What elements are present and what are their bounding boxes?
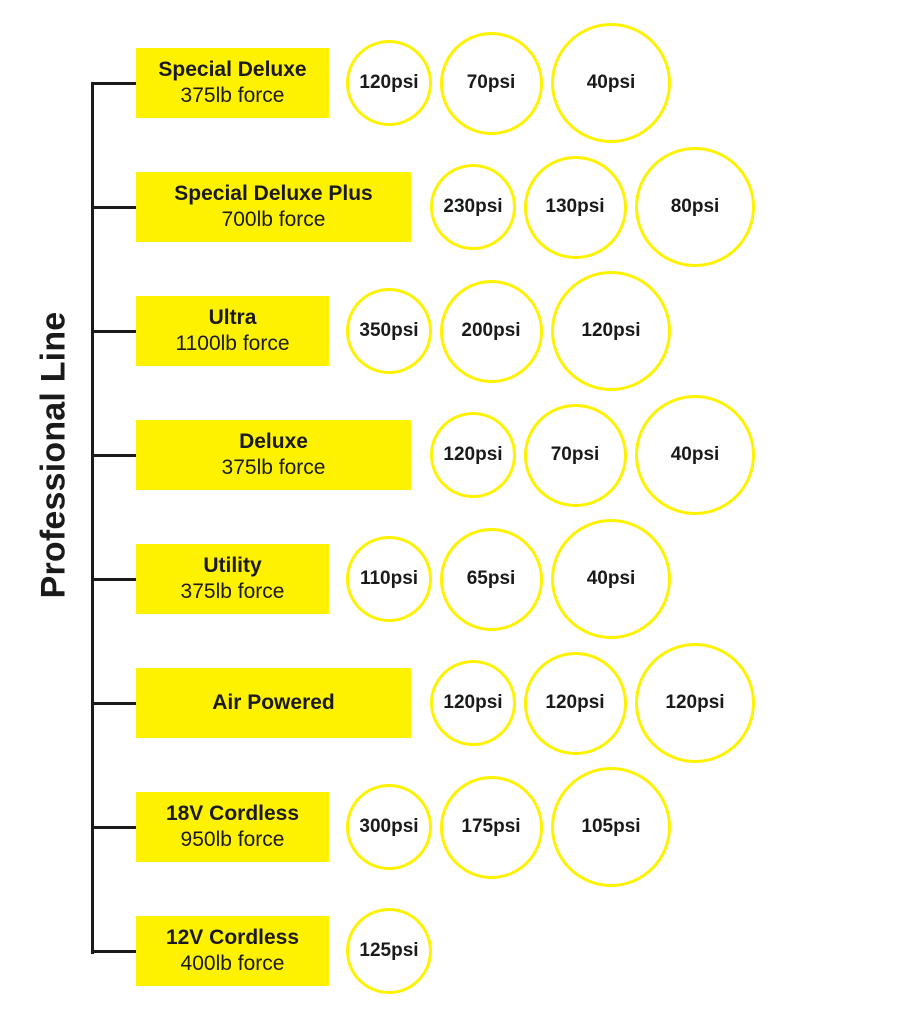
product-box-18v-cordless: 18V Cordless 950lb force xyxy=(136,792,329,862)
product-name: Utility xyxy=(203,553,262,577)
psi-circle: 120psi xyxy=(346,40,432,126)
product-force: 375lb force xyxy=(180,84,285,107)
diagram-title: Professional Line xyxy=(34,311,73,599)
psi-circle: 70psi xyxy=(523,403,627,507)
psi-circle: 300psi xyxy=(346,784,432,870)
branch-line-special-deluxe xyxy=(91,82,136,85)
product-box-utility: Utility 375lb force xyxy=(136,544,329,614)
product-force: 375lb force xyxy=(180,580,285,603)
psi-circle: 70psi xyxy=(439,31,543,135)
psi-circle: 120psi xyxy=(523,651,627,755)
product-box-air-powered: Air Powered xyxy=(136,668,411,738)
psi-circle: 65psi xyxy=(439,527,543,631)
psi-circle: 350psi xyxy=(346,288,432,374)
psi-circle: 120psi xyxy=(430,660,516,746)
product-name: Deluxe xyxy=(239,429,308,453)
product-force: 1100lb force xyxy=(175,332,290,355)
product-force: 950lb force xyxy=(180,828,285,851)
psi-circle: 40psi xyxy=(635,395,755,515)
product-name: Special Deluxe xyxy=(158,57,307,81)
psi-circle: 200psi xyxy=(439,279,543,383)
psi-circle: 175psi xyxy=(439,775,543,879)
product-name: Ultra xyxy=(208,305,257,329)
branch-line-ultra xyxy=(91,330,136,333)
psi-circle: 130psi xyxy=(523,155,627,259)
branch-line-deluxe xyxy=(91,454,136,457)
product-name: Air Powered xyxy=(212,690,335,714)
branch-line-12v-cordless xyxy=(91,950,136,953)
psi-circle: 105psi xyxy=(551,767,671,887)
product-force: 375lb force xyxy=(221,456,326,479)
branch-line-special-deluxe-plus xyxy=(91,206,136,209)
product-force: 700lb force xyxy=(221,208,326,231)
branch-line-utility xyxy=(91,578,136,581)
psi-circle: 120psi xyxy=(430,412,516,498)
product-box-special-deluxe-plus: Special Deluxe Plus 700lb force xyxy=(136,172,411,242)
product-name: Special Deluxe Plus xyxy=(174,181,373,205)
psi-circle: 120psi xyxy=(635,643,755,763)
product-box-deluxe: Deluxe 375lb force xyxy=(136,420,411,490)
psi-circle: 230psi xyxy=(430,164,516,250)
product-force: 400lb force xyxy=(180,952,285,975)
psi-circle: 110psi xyxy=(346,536,432,622)
psi-circle: 40psi xyxy=(551,519,671,639)
product-box-ultra: Ultra 1100lb force xyxy=(136,296,329,366)
product-name: 12V Cordless xyxy=(165,925,300,949)
branch-line-air-powered xyxy=(91,702,136,705)
psi-circle: 40psi xyxy=(551,23,671,143)
tree-trunk-line xyxy=(91,82,94,954)
product-name: 18V Cordless xyxy=(165,801,300,825)
psi-circle: 120psi xyxy=(551,271,671,391)
branch-line-18v-cordless xyxy=(91,826,136,829)
product-box-special-deluxe: Special Deluxe 375lb force xyxy=(136,48,329,118)
psi-circle: 80psi xyxy=(635,147,755,267)
psi-circle: 125psi xyxy=(346,908,432,994)
product-box-12v-cordless: 12V Cordless 400lb force xyxy=(136,916,329,986)
